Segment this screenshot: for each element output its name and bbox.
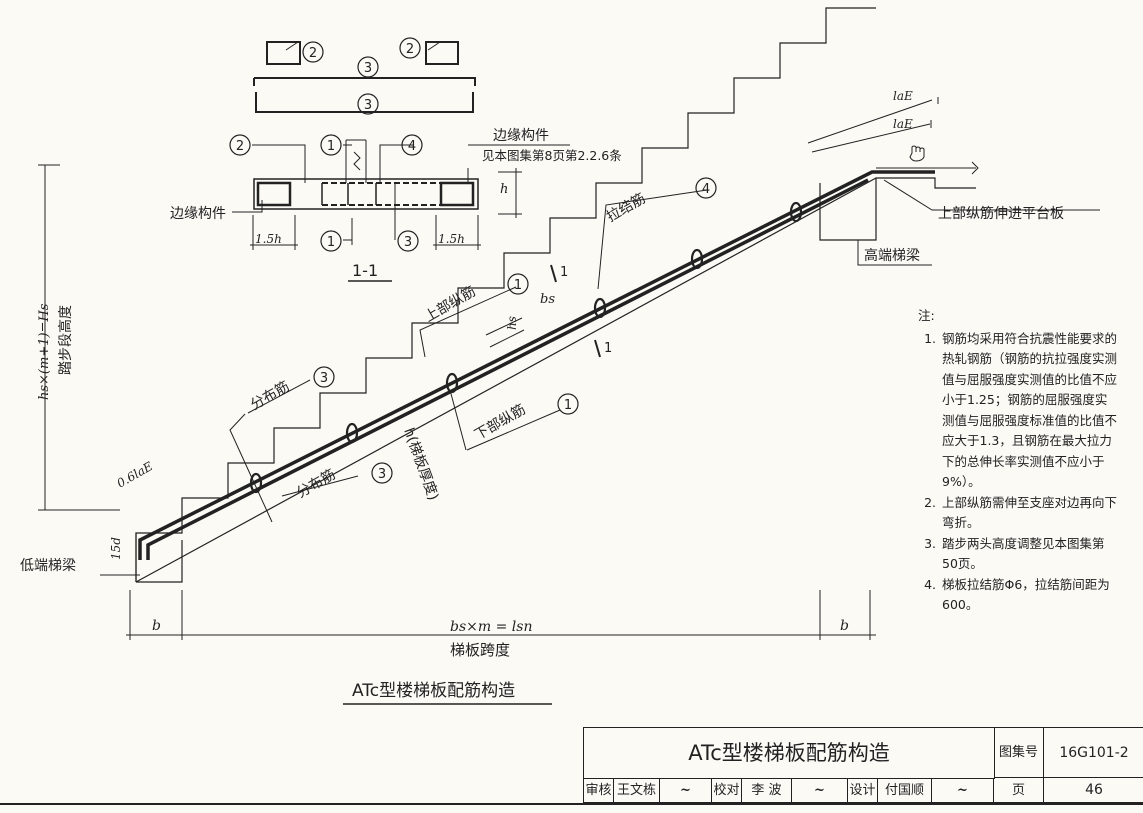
marker-bottom: 1	[564, 398, 572, 413]
top-long-bar	[138, 170, 935, 560]
low-beam-outline	[135, 533, 183, 583]
height-formula-label: hs×(m+1)=Hs	[37, 303, 52, 400]
low-beam-label: 低端梯梁	[20, 558, 76, 574]
anchor-15d-label: 15d	[109, 537, 123, 560]
page-label: 页	[994, 778, 1044, 803]
marker-top: 1	[514, 278, 522, 293]
cut-mark-upper: 1	[560, 265, 568, 280]
designer-name: 付国顺	[878, 778, 932, 803]
marker-3c: 3	[404, 235, 412, 250]
dist-bar-lower-label: 分布筋	[294, 466, 339, 502]
marker-3b: 3	[364, 98, 372, 113]
top-long-bar-label: 上部纵筋	[422, 283, 479, 326]
marker-tie: 4	[702, 182, 710, 197]
checker-signature: ~	[792, 778, 848, 803]
edge-member-left-label: 边缘构件	[170, 206, 226, 222]
span-label: 梯板跨度	[450, 641, 510, 659]
span-formula-label: bs×m = lsn	[450, 619, 532, 635]
dim-left-label: 1.5h	[255, 232, 282, 246]
slab-thickness-label: h(梯板厚度)	[400, 426, 441, 503]
marker-4a: 4	[408, 139, 416, 154]
dist-bar-upper-label: 分布筋	[248, 378, 293, 414]
cut-mark-lower: 1	[604, 341, 612, 356]
marker-1b: 1	[327, 235, 335, 250]
dim-bs-label: bs	[540, 292, 555, 307]
notes-panel: 注: 钢筋均采用符合抗震性能要求的热轧钢筋（钢筋的抗拉强度实测值与屈服强度实测值…	[918, 306, 1118, 616]
section-bar-2-left	[266, 41, 301, 65]
stair-step-profile	[135, 7, 876, 582]
note-item: 踏步两头高度调整见本图集第50页。	[940, 534, 1118, 575]
anchor-06-label: 0.6laE	[115, 459, 156, 491]
notes-heading: 注:	[918, 308, 935, 323]
marker-2b: 2	[406, 42, 414, 57]
marker-2a: 2	[309, 46, 317, 61]
note-item: 上部纵筋需伸至支座对边再向下弯折。	[940, 493, 1118, 534]
marker-2c: 2	[236, 139, 244, 154]
dim-b-left: b	[152, 618, 161, 634]
section-edge-cage-left	[256, 181, 292, 207]
reviewer-signature: ~	[660, 778, 712, 803]
section-label: 1-1	[352, 261, 378, 280]
top-bar-into-slab-label: 上部纵筋伸进平台板	[938, 205, 1064, 222]
dim-hs-label: hs	[505, 316, 519, 330]
bottom-long-bar	[146, 178, 869, 560]
section-edge-cage-right	[439, 181, 475, 207]
dim-b-right: b	[840, 618, 849, 634]
marker-1a: 1	[327, 139, 335, 154]
bottom-long-bar-label: 下部纵筋	[472, 401, 529, 444]
tie-bar-label: 拉结筋	[604, 190, 649, 226]
marker-dist-upper: 3	[320, 371, 328, 386]
slab-soffit-line	[135, 177, 877, 583]
dim-lae1-label: laE	[893, 89, 913, 103]
edge-ref-text: 见本图集第8页第2.2.6条	[482, 148, 622, 163]
atlas-number: 16G101-2	[1044, 728, 1143, 778]
section-bar-3-bottom	[255, 92, 474, 113]
atlas-label: 图集号	[994, 728, 1044, 778]
marker-3a: 3	[364, 61, 372, 76]
dim-right-label: 1.5h	[438, 232, 465, 246]
marker-dist-lower: 3	[378, 467, 386, 482]
title-block: ATc型楼梯板配筋构造 图集号 16G101-2 审核 王文栋 ~ 校对 李 波…	[583, 727, 1143, 804]
high-beam-outline	[819, 177, 976, 241]
reviewer-name: 王文栋	[614, 778, 660, 803]
note-item: 梯板拉结筋Φ6，拉结筋间距为600。	[940, 575, 1118, 616]
page-number: 46	[1044, 778, 1143, 803]
section-bar-2-right	[425, 41, 459, 65]
review-label: 审核	[584, 778, 614, 803]
checker-name: 李 波	[742, 778, 792, 803]
design-label: 设计	[848, 778, 878, 803]
note-item: 钢筋均采用符合抗震性能要求的热轧钢筋（钢筋的抗拉强度实测值与屈服强度实测值的比值…	[940, 329, 1118, 493]
section-bar-3-top	[253, 77, 476, 86]
height-label: 踏步段高度	[57, 305, 74, 375]
high-beam-label: 高端梯梁	[864, 247, 920, 264]
dim-h-label: h	[500, 182, 508, 197]
check-label: 校对	[712, 778, 742, 803]
title-block-title: ATc型楼梯板配筋构造	[584, 728, 995, 779]
distribution-bars	[249, 201, 803, 494]
designer-signature: ~	[932, 778, 994, 803]
drawing-title: ATc型楼梯板配筋构造	[352, 681, 515, 701]
dim-lae2-label: laE	[893, 117, 913, 131]
hand-cursor-icon	[909, 145, 925, 162]
edge-member-right-label: 边缘构件	[493, 128, 549, 144]
